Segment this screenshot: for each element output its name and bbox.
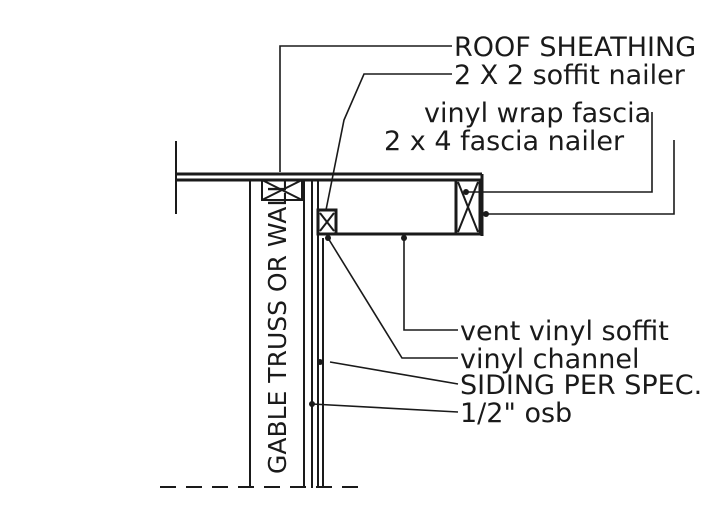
label-soffit-nailer: 2 X 2 soffit nailer (454, 60, 686, 91)
leader-vinyl-channel (327, 237, 458, 359)
soffit-nailer-block (316, 208, 338, 236)
leader-fascia-nailer (486, 140, 675, 215)
leader-lines (279, 45, 675, 413)
label-vinyl-wrap-fascia: vinyl wrap fascia (424, 98, 651, 129)
leader-soffit-nailer (325, 73, 452, 211)
label-osb: 1/2" osb (460, 398, 572, 429)
leader-vinyl-wrap-fascia (466, 112, 653, 193)
leader-dots (309, 189, 489, 407)
label-vent-vinyl-soffit: vent vinyl soffit (460, 316, 669, 347)
label-fascia-nailer: 2 x 4 fascia nailer (384, 126, 625, 157)
label-gable-truss: GABLE TRUSS OR WALL (263, 179, 292, 474)
leader-osb (311, 403, 459, 413)
gable-truss-wall (249, 179, 305, 488)
label-roof-sheathing: ROOF SHEATHING (454, 32, 696, 63)
fascia-nailer-block (454, 178, 482, 236)
label-vinyl-channel: vinyl channel (460, 344, 640, 375)
roof-sheathing-board (175, 141, 482, 214)
label-siding: SIDING PER SPEC. (460, 370, 702, 401)
leader-vent-soffit (403, 238, 458, 331)
leader-siding (329, 361, 459, 385)
leader-roof-sheathing (279, 45, 452, 172)
